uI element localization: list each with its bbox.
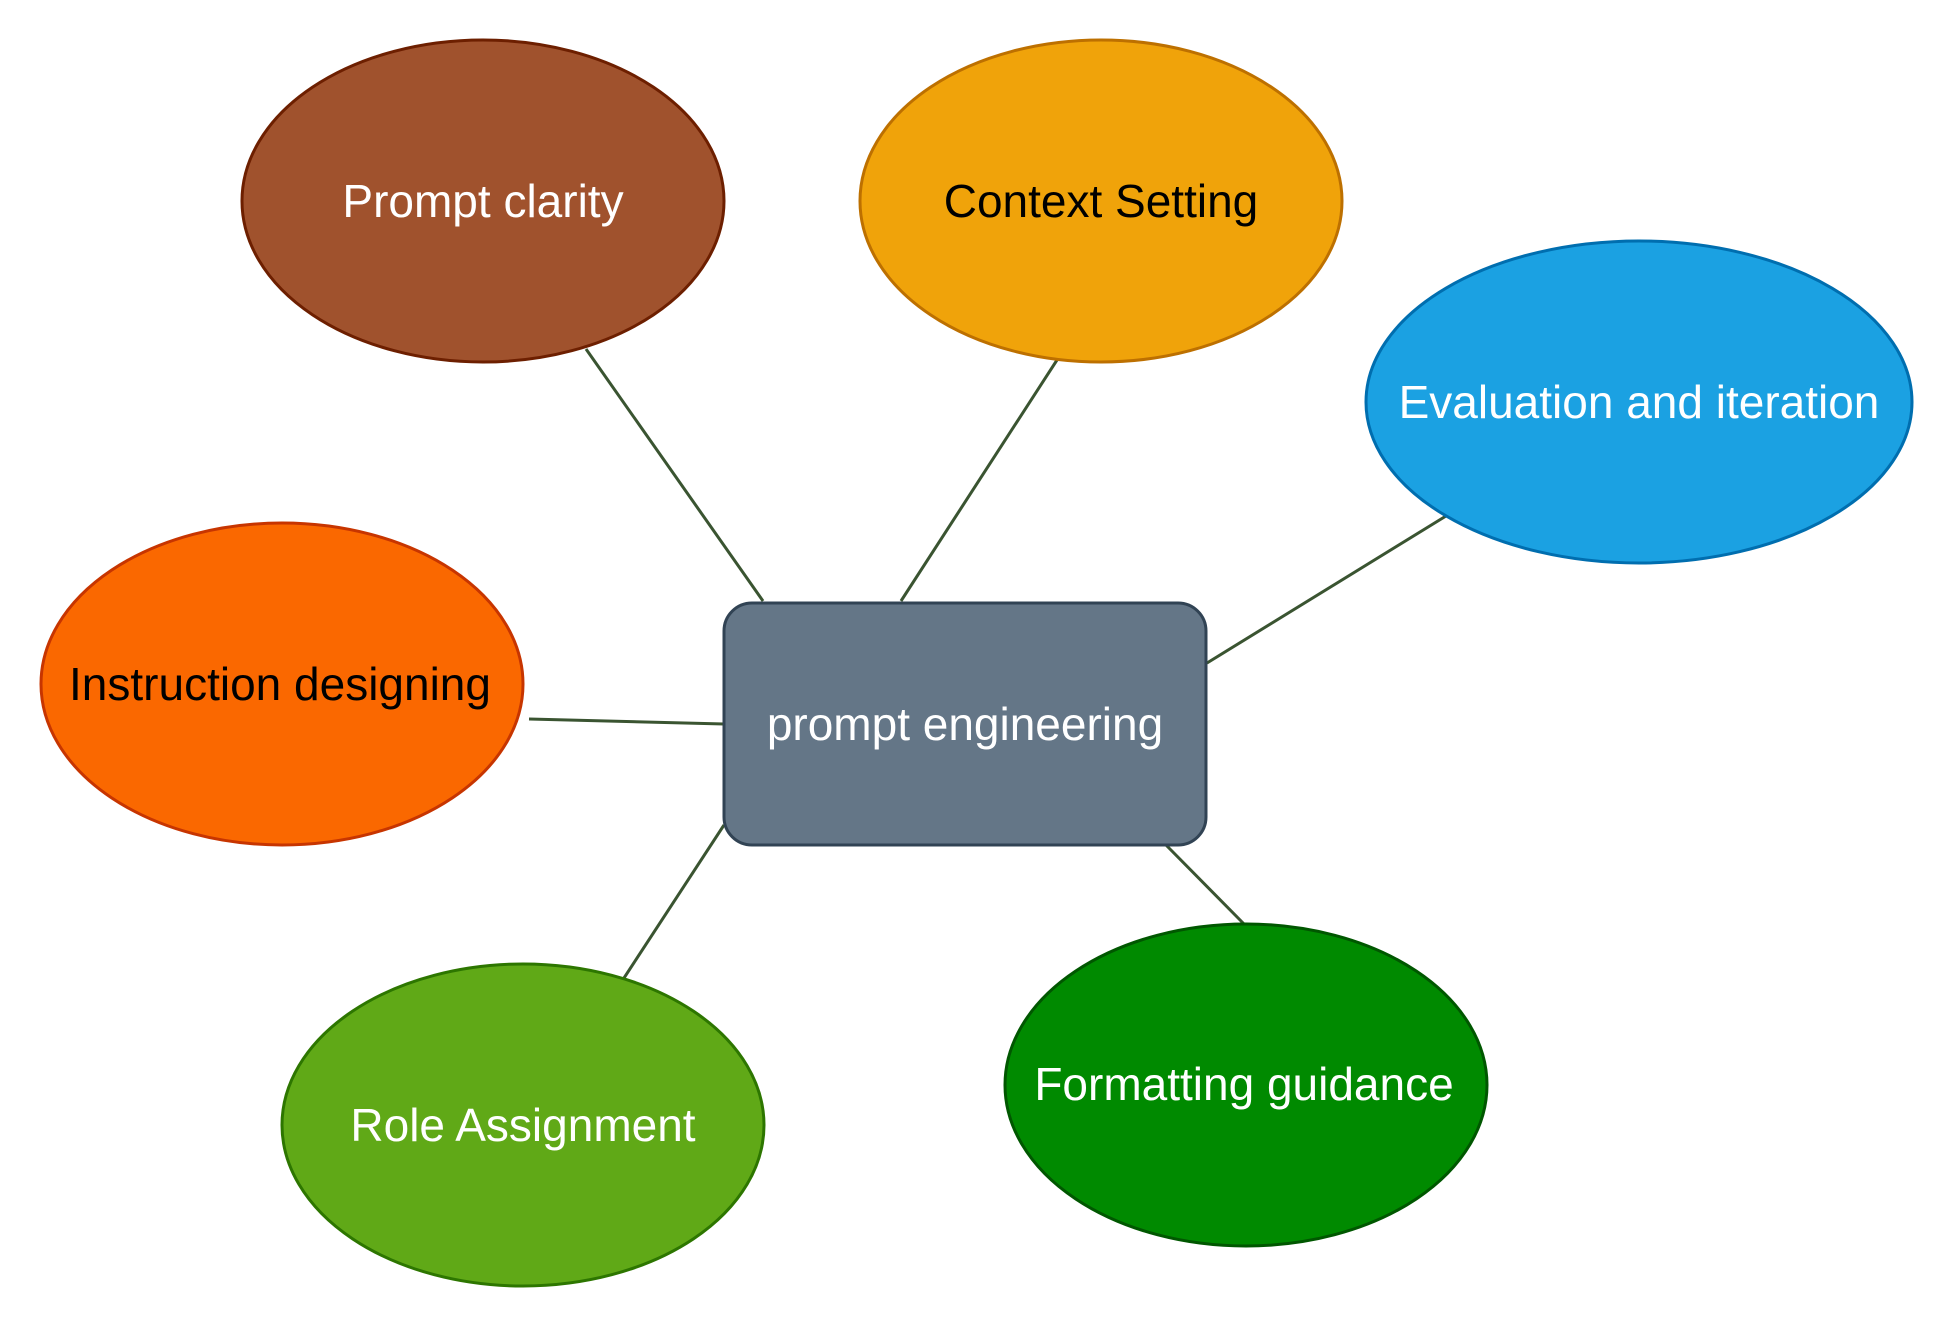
node-evaluation-iteration-shape (1364, 239, 1914, 565)
connector-formatting-guidance (1164, 843, 1246, 926)
node-prompt-clarity-shape (240, 38, 726, 364)
connector-evaluation-iteration (1206, 514, 1447, 665)
node-context-setting[interactable]: Context Setting (858, 38, 1344, 364)
center-node[interactable]: prompt engineering (722, 601, 1208, 847)
node-context-setting-shape (858, 38, 1344, 364)
connector-role-assignment (622, 824, 726, 979)
connector-context-setting (899, 359, 1059, 602)
center-node-box (722, 601, 1208, 847)
node-formatting-guidance[interactable]: Formatting guidance (1003, 922, 1489, 1248)
node-context-setting-label: Context Setting (944, 175, 1259, 227)
node-role-assignment-shape (280, 962, 766, 1288)
node-instruction-designing[interactable]: Instruction designing (39, 521, 525, 847)
node-evaluation-iteration-label: Evaluation and iteration (1399, 376, 1880, 428)
node-role-assignment[interactable]: Role Assignment (280, 962, 766, 1288)
node-role-assignment-label: Role Assignment (350, 1099, 695, 1151)
node-formatting-guidance-shape (1003, 922, 1489, 1248)
node-evaluation-iteration[interactable]: Evaluation and iteration (1364, 239, 1914, 565)
connectors (528, 348, 1447, 979)
node-prompt-clarity[interactable]: Prompt clarity (240, 38, 726, 364)
center-node-label: prompt engineering (767, 698, 1163, 750)
connector-prompt-clarity (584, 348, 765, 602)
connector-instruction-designing (528, 717, 725, 726)
node-prompt-clarity-label: Prompt clarity (342, 175, 623, 227)
node-instruction-designing-label: Instruction designing (69, 658, 491, 710)
node-instruction-designing-shape (39, 521, 525, 847)
node-formatting-guidance-label: Formatting guidance (1034, 1058, 1453, 1110)
